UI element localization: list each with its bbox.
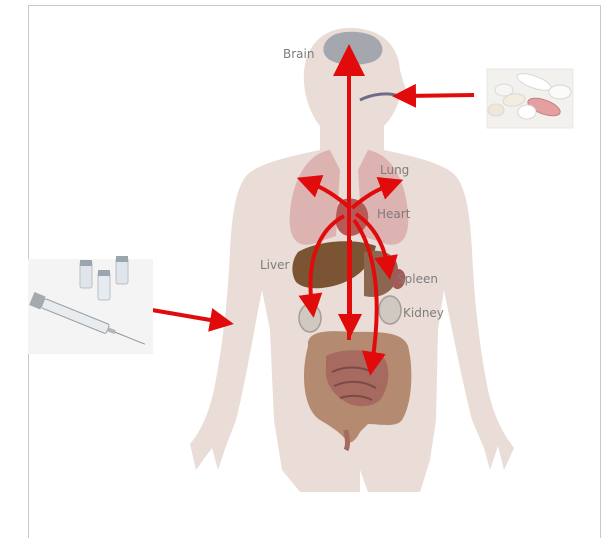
left-kidney	[299, 304, 321, 332]
label-heart: Heart	[377, 207, 410, 221]
pills-icon	[487, 69, 573, 128]
syringe-icon	[28, 256, 153, 354]
label-liver: Liver	[260, 258, 289, 272]
label-lung: Lung	[380, 163, 409, 177]
arrow-from-pills	[404, 95, 474, 96]
brain-shape	[323, 32, 382, 65]
label-kidney: Kidney	[403, 306, 444, 320]
arrow-from-syringe	[152, 310, 222, 322]
right-kidney	[379, 296, 401, 324]
label-brain: Brain	[283, 47, 314, 61]
label-spleen: Spleen	[397, 272, 438, 286]
